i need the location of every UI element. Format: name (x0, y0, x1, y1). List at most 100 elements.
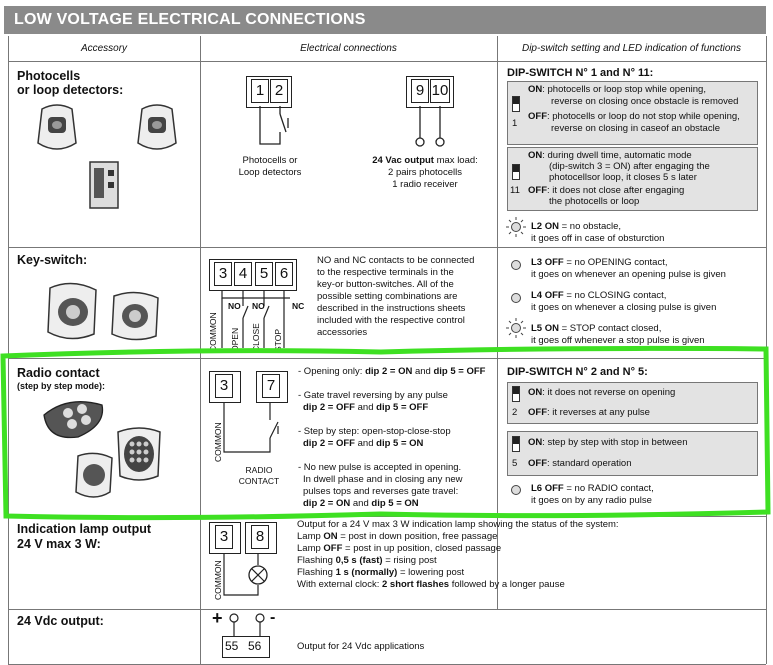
dip-title-2-5: DIP-SWITCH N° 2 and N° 5: (507, 366, 648, 378)
radio-mode-3: - Step by step: open-stop-close-stop (298, 426, 451, 437)
dip5-box (507, 431, 758, 476)
dip11-off-text: OFF: it does not close after engaging (528, 185, 685, 196)
keyswitch-no-label: NO (252, 301, 265, 311)
photocell-nc-contact-wiring (259, 106, 289, 145)
header-connections: Electrical connections (300, 43, 397, 54)
keyswitch-nc-label: NC (292, 301, 305, 311)
dip-switch-icon (512, 386, 520, 402)
dip11-on-text: ON: during dwell time, automatic mode (528, 150, 692, 161)
led-l4-text-2: it goes on whenever a closing pulse is g… (531, 302, 717, 313)
table-border-left (8, 36, 9, 664)
dip11-off-text-2: the photocells or loop (549, 196, 640, 207)
column-divider-2 (497, 36, 498, 610)
lamp-desc-1: Output for a 24 V max 3 W indication lam… (297, 519, 619, 530)
lamp-desc-2: Lamp ON = post in down position, free pa… (297, 531, 498, 542)
vdc-wiring (229, 613, 265, 636)
vdc-minus-label: - (270, 609, 276, 626)
radio-mode-4-setting: dip 2 = ON and dip 5 = ON (303, 498, 419, 509)
led-l6-text-2: it goes on by any radio pulse (531, 495, 652, 506)
dip11-box (507, 147, 758, 211)
lamp-desc-3: Lamp OFF = post in up position, closed p… (297, 543, 502, 554)
dip-title-1-11: DIP-SWITCH N° 1 and N° 11: (507, 67, 654, 79)
photocell-device-icon (137, 104, 177, 150)
power-output-caption-3: 1 radio receiver (392, 179, 458, 190)
dip1-on-text-2: reverse on closing once obstacle is remo… (551, 96, 739, 107)
terminal-block (222, 636, 270, 658)
dip1-number: 1 (512, 118, 518, 129)
dip1-off-text: OFF: photocells or loop do not stop whil… (528, 111, 740, 122)
header-accessory: Accessory (80, 43, 128, 54)
radio-contact-label-2: CONTACT (238, 476, 280, 486)
terminal-9: 9 (411, 79, 429, 103)
dip-switch-icon (512, 96, 520, 112)
led-l5-text-2: it goes off whenever a stop pulse is giv… (531, 335, 705, 346)
row-divider (8, 61, 766, 62)
dip2-box (507, 382, 758, 424)
keyswitch-desc: accessories (317, 327, 368, 338)
power-output-caption-2: 2 pairs photocells (388, 167, 462, 178)
led-l2-text-2: it goes off in case of obsturction (531, 233, 665, 244)
terminal-10: 10 (430, 79, 450, 103)
dip-switch-icon (512, 436, 520, 452)
led-l3-text: L3 OFF = no OPENING contact, (531, 257, 668, 268)
vdc-name: 24 Vdc output: (17, 614, 104, 628)
radio-mode-3-setting: dip 2 = OFF and dip 5 = ON (303, 438, 424, 449)
row-divider (8, 247, 766, 248)
keyswitch-desc: NO and NC contacts to be connected (317, 255, 475, 266)
keyswitch-no-label: NO (228, 301, 241, 311)
radio-mode-4-2: In dwell phase and in closing any new (303, 474, 463, 485)
loop-detector-icon (89, 161, 119, 209)
led-l3-text-2: it goes on whenever an opening pulse is … (531, 269, 726, 280)
terminal-4: 4 (234, 262, 252, 286)
dip11-number: 11 (510, 185, 520, 196)
keyswitch-name: Key-switch: (17, 253, 88, 267)
dip5-on-text: ON: step by step with stop in between (528, 437, 688, 448)
led-on-icon (506, 217, 526, 237)
radio-mode-4-3: pulses tops and reverses gate travel: (303, 486, 459, 497)
lamp-desc-5: Flashing 1 s (normally) = lowering post (297, 567, 465, 578)
dip-switch-icon (512, 164, 520, 180)
power-output-wiring (415, 106, 445, 147)
dip11-on-text-2: (dip-switch 3 = ON) after engaging the (549, 161, 710, 172)
dip1-on-text: ON: photocells or loop stop while openin… (528, 84, 706, 95)
vdc-desc: Output for 24 Vdc applications (297, 641, 425, 652)
terminal-55: 55 (225, 639, 239, 653)
photocell-device-icon (37, 104, 77, 150)
header-dipswitch: Dip-switch setting and LED indication of… (521, 43, 741, 54)
radio-sub: (step by step mode): (17, 381, 106, 391)
led-off-icon (511, 485, 521, 495)
terminal-3: 3 (215, 374, 233, 398)
lamp-name: Indication lamp output (17, 522, 152, 536)
keyswitch-desc: possible setting combinations are (317, 291, 458, 302)
lamp-common-label: COMMON (213, 560, 223, 600)
keyswitch-desc: included with the respective control (317, 315, 465, 326)
key-switch-device-icon (47, 282, 97, 340)
dip5-number: 5 (512, 458, 518, 469)
radio-mode-2: - Gate travel reversing by any pulse (298, 390, 448, 401)
radio-mode-4: - No new pulse is accepted in opening. (298, 462, 462, 473)
dip5-off-text: OFF: standard operation (528, 458, 632, 469)
photocells-name-2: or loop detectors: (17, 83, 124, 97)
vdc-plus-label: + (212, 608, 223, 628)
row-divider (8, 609, 766, 610)
terminal-3: 3 (214, 262, 232, 286)
terminal-56: 56 (248, 639, 262, 653)
lamp-desc-4: Flashing 0,5 s (fast) = rising post (297, 555, 437, 566)
terminal-8: 8 (251, 525, 269, 549)
led-off-icon (511, 260, 521, 270)
photocells-caption-2: Loop detectors (238, 167, 302, 178)
led-l4-text: L4 OFF = no CLOSING contact, (531, 290, 667, 301)
dip2-on-text: ON: it does not reverse on opening (528, 387, 676, 398)
radio-mode-2-setting: dip 2 = OFF and dip 5 = OFF (303, 402, 429, 413)
dip1-off-text-2: reverse on closing in caseof an obstacle (551, 123, 720, 134)
lamp-name-2: 24 V max 3 W: (17, 537, 101, 551)
terminal-3: 3 (215, 525, 233, 549)
key-switch-device-icon (111, 291, 159, 341)
keyswitch-wiring (221, 290, 290, 348)
terminal-1: 1 (251, 79, 269, 103)
row-divider (8, 358, 766, 359)
led-l2-text: L2 ON = no obstacle, (531, 221, 622, 232)
lamp-wiring (223, 553, 268, 596)
radio-contact-label: RADIO (245, 465, 273, 475)
radio-contact-wiring (223, 402, 279, 453)
